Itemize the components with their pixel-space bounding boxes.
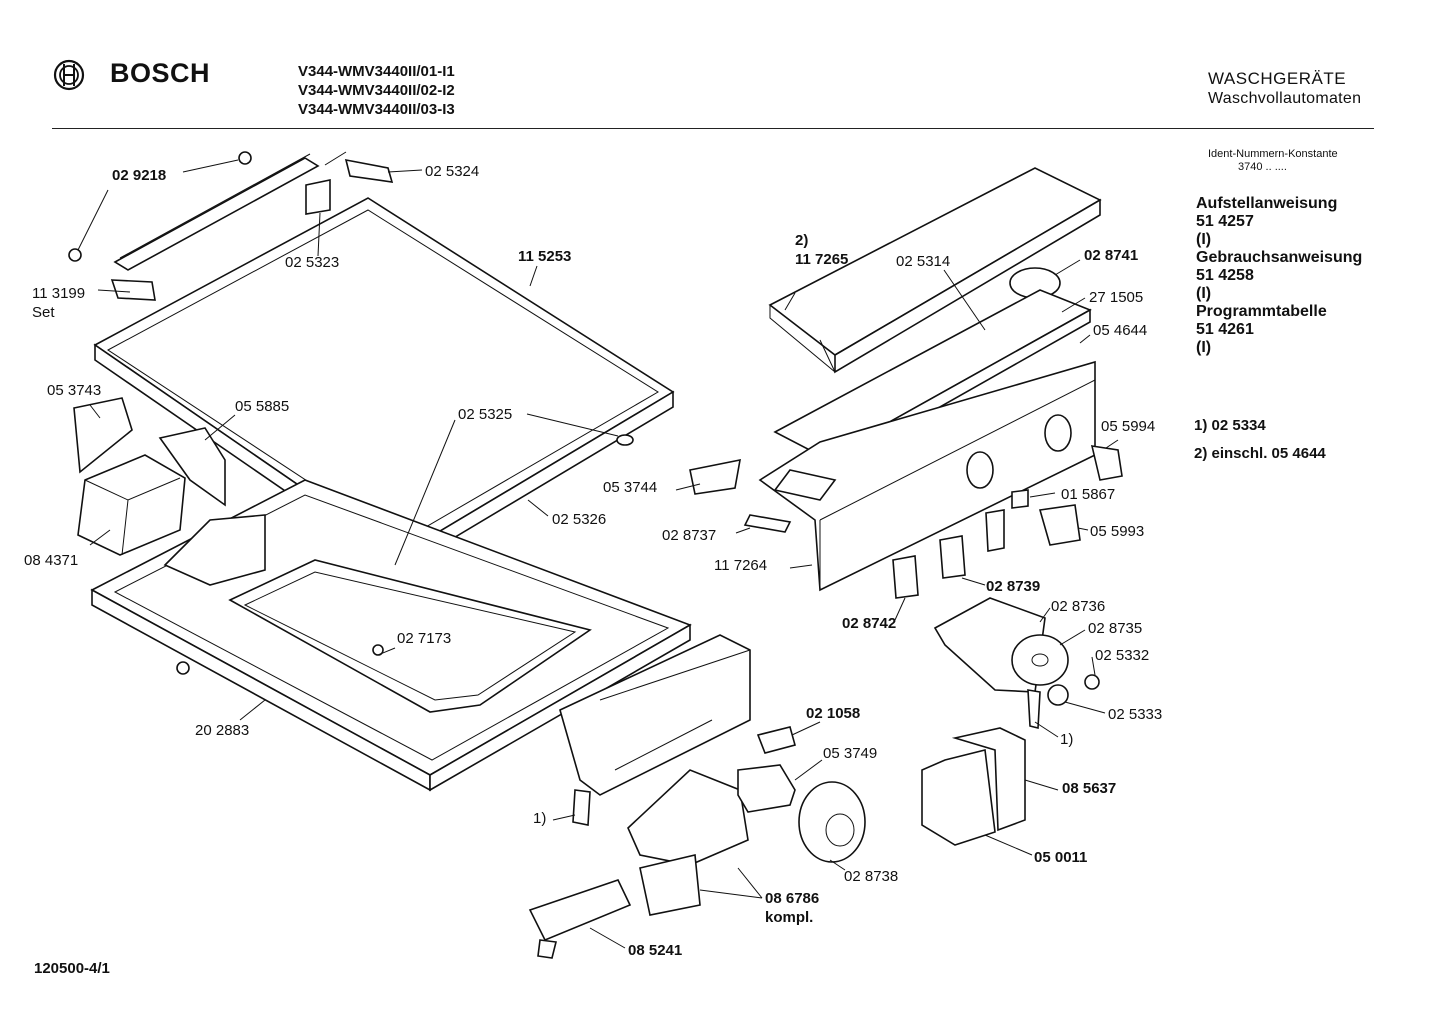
ident-value: 3740 .. .... bbox=[1238, 161, 1287, 173]
part-label: Set bbox=[32, 304, 55, 321]
part-label: 2) bbox=[795, 232, 808, 249]
part-label: 02 8739 bbox=[986, 578, 1040, 595]
part-label: 02 8742 bbox=[842, 615, 896, 632]
part-label: 11 7265 bbox=[795, 251, 848, 268]
base-frame-part bbox=[90, 479, 692, 792]
part-label: 02 5323 bbox=[285, 254, 339, 271]
lower-center-parts bbox=[528, 634, 866, 959]
category-subtitle: Waschvollautomaten bbox=[1208, 90, 1362, 107]
ident-label: Ident-Nummern-Konstante bbox=[1208, 148, 1338, 160]
part-label: 20 2883 bbox=[195, 722, 249, 739]
footnote: 2) einschl. 05 4644 bbox=[1194, 445, 1326, 462]
brand-name: BOSCH bbox=[110, 58, 211, 88]
part-label: 05 3749 bbox=[823, 745, 877, 762]
part-label: 08 6786 bbox=[765, 890, 819, 907]
part-label: 02 5333 bbox=[1108, 706, 1162, 723]
part-label: 02 1058 bbox=[806, 705, 860, 722]
category-title: WASCHGERÄTE bbox=[1208, 69, 1347, 88]
doc-number: 51 4258 bbox=[1196, 267, 1254, 284]
leader-lines bbox=[77, 159, 1119, 949]
model-line: V344-WMV3440II/02-I2 bbox=[298, 82, 455, 99]
doc-title: Programmtabelle bbox=[1196, 303, 1327, 320]
part-labels: 02 9218 02 5324 02 5323 11 3199 Set 11 5… bbox=[24, 163, 1162, 959]
model-line: V344-WMV3440II/01-I1 bbox=[298, 63, 455, 80]
part-label: 11 5253 bbox=[518, 248, 571, 265]
doc-note: (I) bbox=[1196, 231, 1212, 248]
part-label: 02 7173 bbox=[397, 630, 451, 647]
part-label: 05 5993 bbox=[1090, 523, 1144, 540]
document-list: Aufstellanweisung 51 4257 (I) Gebrauchsa… bbox=[1196, 195, 1362, 357]
part-label: 1) bbox=[1060, 731, 1073, 748]
doc-note: (I) bbox=[1196, 339, 1212, 356]
top-rail-part bbox=[68, 151, 394, 301]
model-list: V344-WMV3440II/01-I1 V344-WMV3440II/02-I… bbox=[298, 62, 455, 119]
part-label: 11 7264 bbox=[714, 557, 767, 574]
part-label: 27 1505 bbox=[1089, 289, 1143, 306]
part-label: kompl. bbox=[765, 909, 813, 926]
part-label: 02 8738 bbox=[844, 868, 898, 885]
part-label: 02 5324 bbox=[425, 163, 479, 180]
footnote: 1) 02 5334 bbox=[1194, 417, 1266, 434]
part-label: 08 4371 bbox=[24, 552, 78, 569]
switch-and-timer-parts bbox=[892, 509, 1100, 846]
part-label: 02 8736 bbox=[1051, 598, 1105, 615]
part-label: 01 5867 bbox=[1061, 486, 1115, 503]
doc-title: Gebrauchsanweisung bbox=[1196, 249, 1363, 266]
part-label: 05 5885 bbox=[235, 398, 289, 415]
part-label: 05 3744 bbox=[603, 479, 657, 496]
dispenser-parts bbox=[73, 397, 226, 556]
part-label: 05 3743 bbox=[47, 382, 101, 399]
part-label: 02 8741 bbox=[1084, 247, 1138, 264]
doc-note: (I) bbox=[1196, 285, 1212, 302]
part-label: 02 8735 bbox=[1088, 620, 1142, 637]
footnotes: 1) 02 5334 2) einschl. 05 4644 bbox=[1194, 412, 1326, 468]
model-line: V344-WMV3440II/03-I3 bbox=[298, 101, 455, 118]
part-label: 02 5325 bbox=[458, 406, 512, 423]
header-divider bbox=[52, 128, 1374, 129]
drawing-number: 120500-4/1 bbox=[34, 960, 110, 977]
doc-number: 51 4261 bbox=[1196, 321, 1254, 338]
ident-block: Ident-Nummern-Konstante 3740 .. .... bbox=[1208, 148, 1338, 174]
part-label: 1) bbox=[533, 810, 546, 827]
bosch-logo-icon bbox=[53, 59, 85, 91]
doc-number: 51 4257 bbox=[1196, 213, 1254, 230]
part-label: 02 5314 bbox=[896, 253, 950, 270]
doc-title: Aufstellanweisung bbox=[1196, 195, 1338, 212]
part-label: 08 5637 bbox=[1062, 780, 1116, 797]
control-panel-parts bbox=[689, 167, 1123, 592]
part-label: 02 8737 bbox=[662, 527, 716, 544]
part-label: 05 0011 bbox=[1034, 849, 1087, 866]
part-label: 08 5241 bbox=[628, 942, 682, 959]
part-label: 05 5994 bbox=[1101, 418, 1155, 435]
part-label: 02 5332 bbox=[1095, 647, 1149, 664]
part-label: 02 9218 bbox=[112, 167, 166, 184]
part-label: 11 3199 bbox=[32, 285, 85, 302]
part-label: 02 5326 bbox=[552, 511, 606, 528]
part-label: 05 4644 bbox=[1093, 322, 1147, 339]
